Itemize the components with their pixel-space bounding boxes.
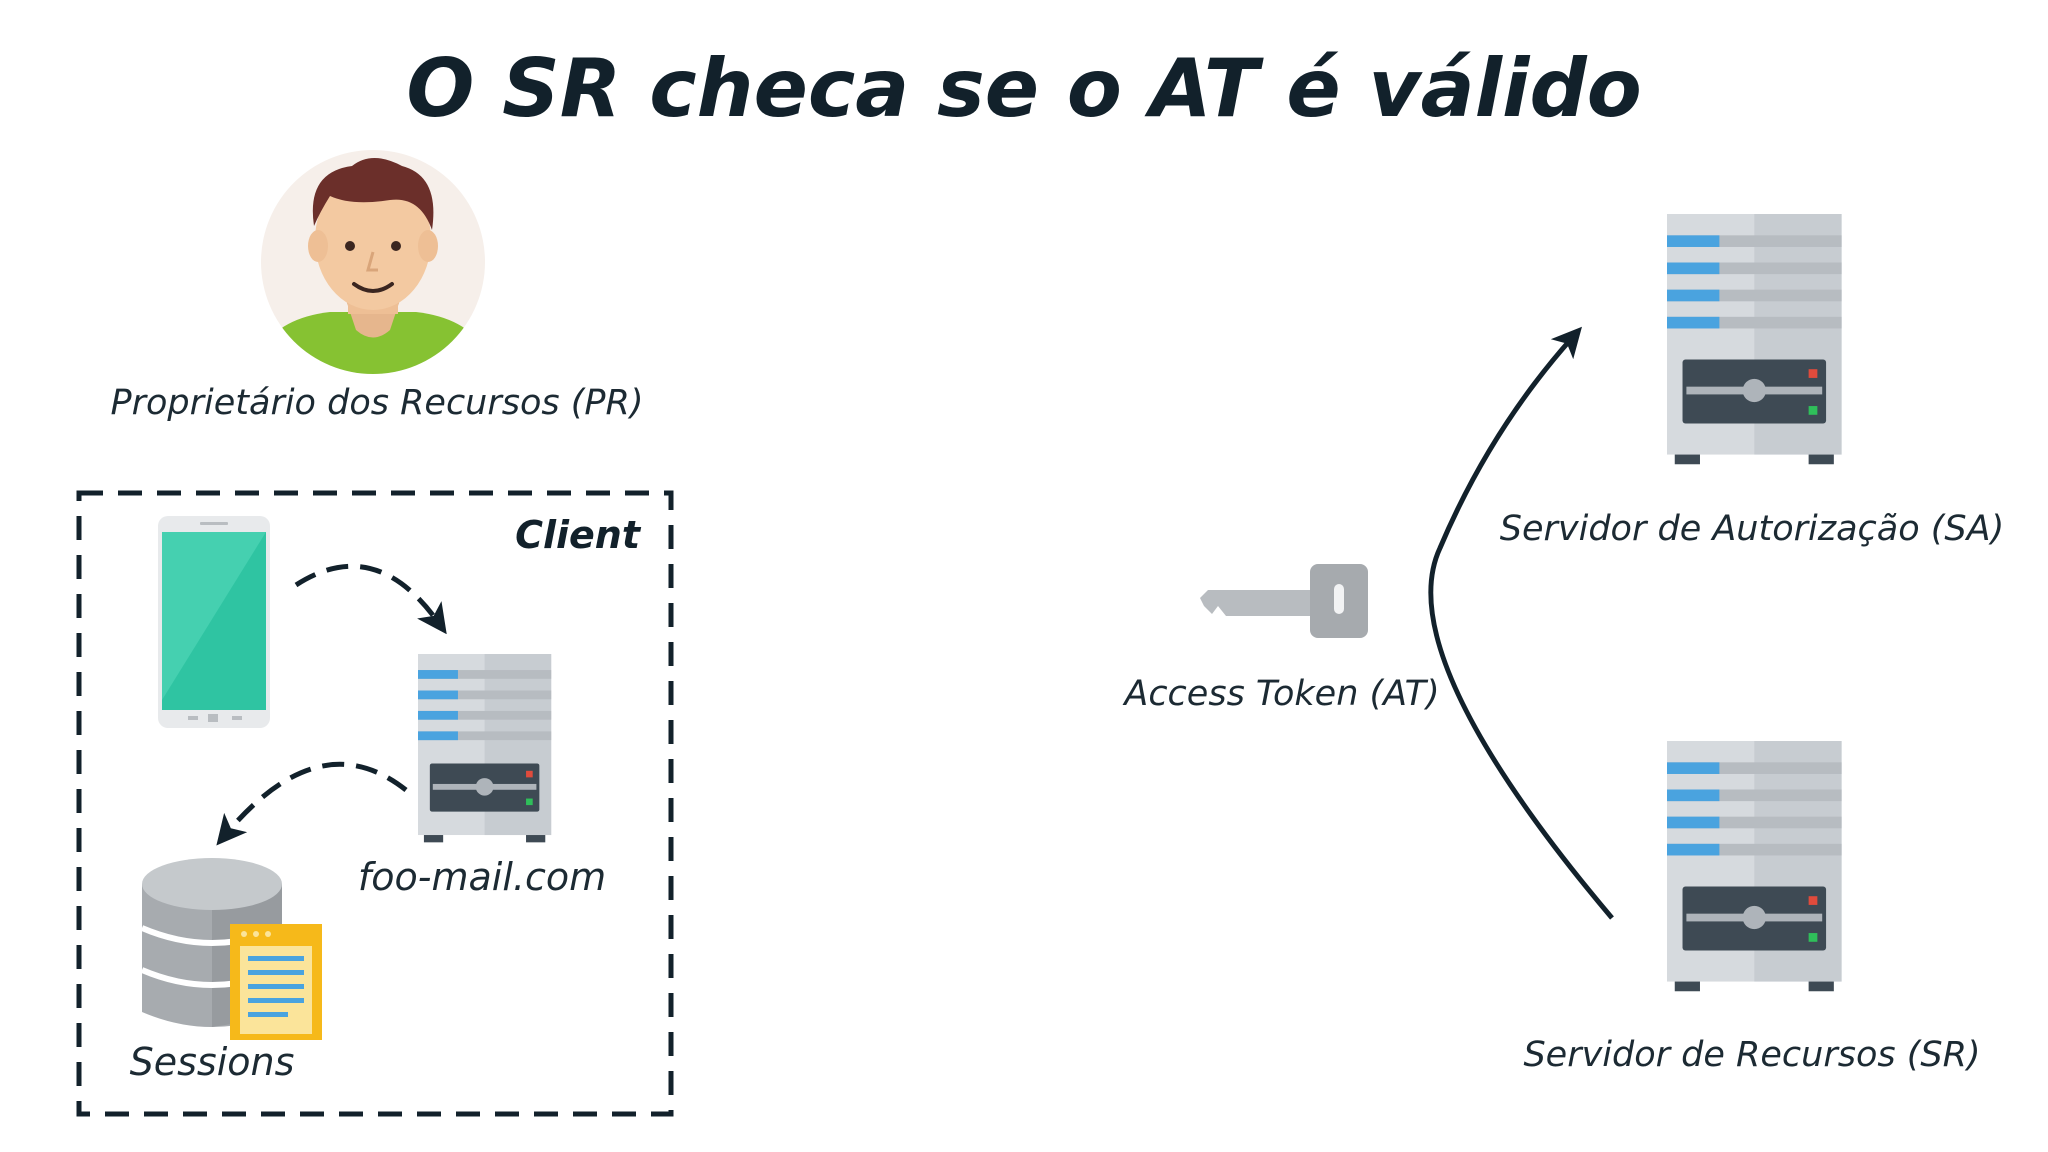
arrow-sr-to-sa <box>1428 326 1614 920</box>
auth-server-label: Servidor de Autorização (SA) <box>1500 509 2005 549</box>
client-label: Client <box>515 513 642 557</box>
smartphone-icon <box>158 516 270 728</box>
resource-server-label: Servidor de Recursos (SR) <box>1523 1035 1980 1075</box>
arrow-server-to-sessions <box>216 761 408 846</box>
server-icon <box>418 654 552 843</box>
database-icon <box>140 858 322 1040</box>
server-icon <box>1667 741 1842 992</box>
app-server-label: foo-mail.com <box>358 855 606 899</box>
resource-owner-label: Proprietário dos Recursos (PR) <box>111 383 644 423</box>
sessions-label: Sessions <box>130 1040 295 1084</box>
client-boundary <box>76 490 674 1117</box>
access-token-label: Access Token (AT) <box>1122 674 1439 714</box>
server-icon <box>1667 214 1842 465</box>
arrow-phone-to-server <box>294 563 447 635</box>
key-icon <box>1200 564 1368 638</box>
person-avatar-icon <box>261 150 485 374</box>
page-title: O SR checa se o AT é válido <box>406 42 1641 135</box>
